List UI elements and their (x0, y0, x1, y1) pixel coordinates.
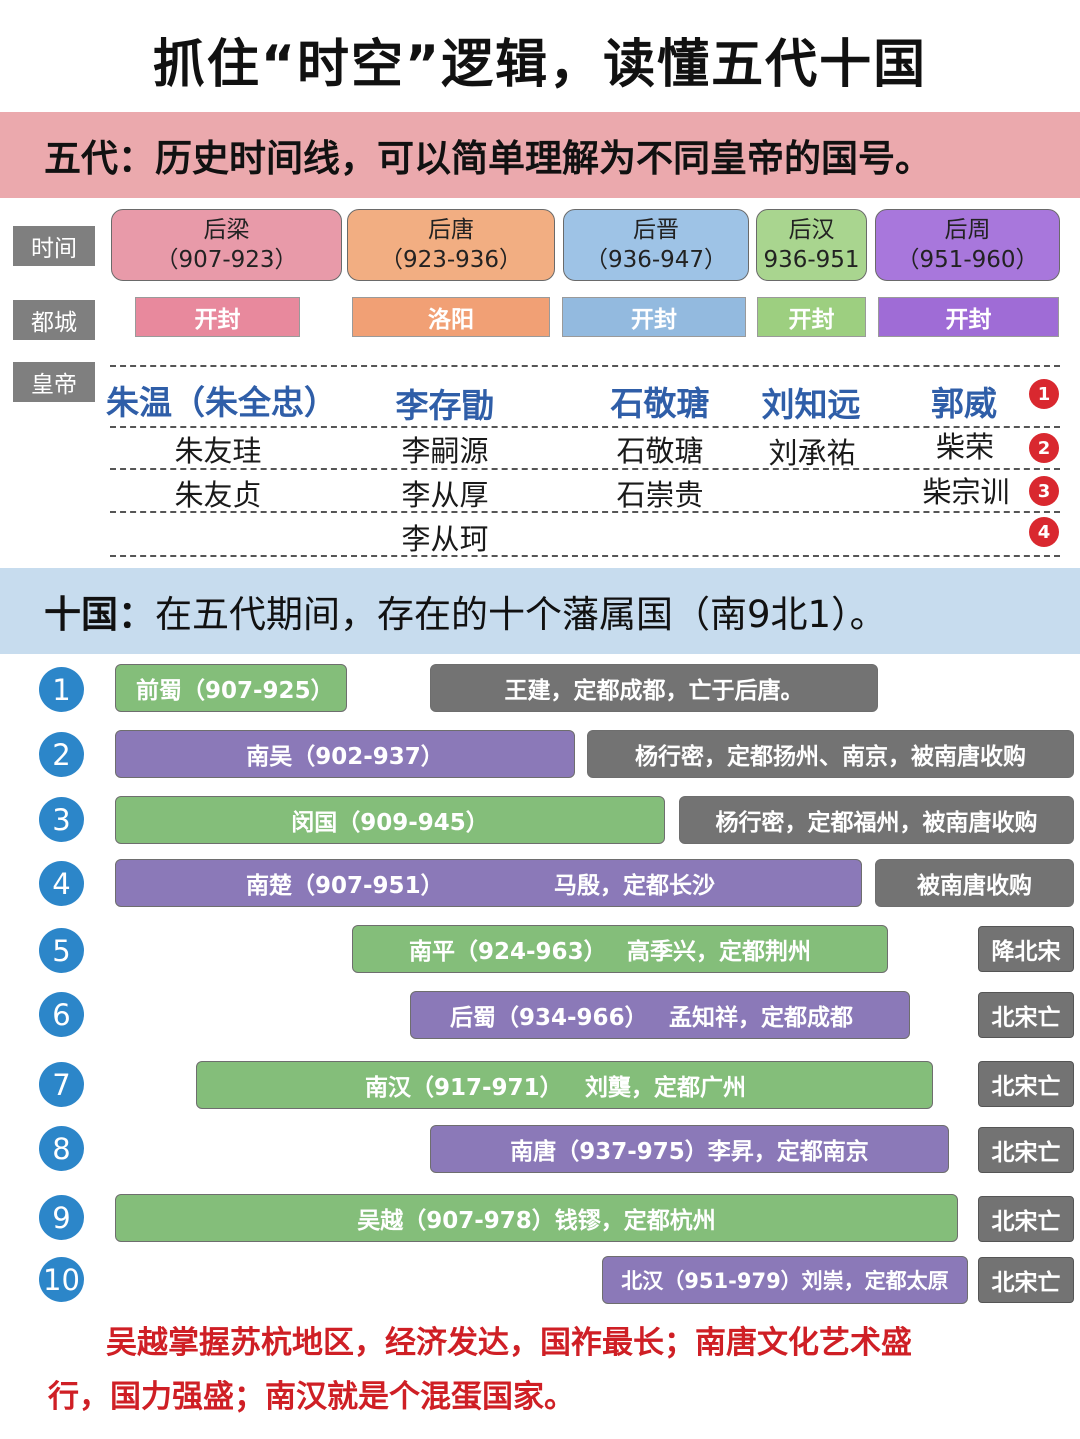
kingdom-detail: 高季兴，定都荆州 (627, 939, 811, 965)
kingdom-end-tag: 北宋亡 (978, 1061, 1074, 1107)
kingdom-note: 被南唐收购 (875, 859, 1074, 907)
dynasty-years: （907-923） (155, 247, 298, 273)
dynasty-name: 后汉 (788, 217, 835, 243)
emperor-shichonggui: 石崇贵 (616, 478, 704, 512)
kingdom-bar-wuyue: 吴越（907-978）钱镠，定都杭州 (115, 1194, 958, 1242)
row-number-badge: 1 (1029, 379, 1059, 409)
dynasty-box-houliang: 后梁 （907-923） (111, 209, 342, 281)
kingdom-label: 南唐（937-975）李昇，定都南京 (510, 1139, 869, 1165)
capital-luoyang: 洛阳 (352, 297, 550, 337)
dynasty-name: 后周 (944, 217, 991, 243)
emperor-zhuyouzhen: 朱友贞 (174, 478, 262, 512)
divider (110, 468, 1060, 470)
emperor-chaizongxun: 柴宗训 (922, 475, 1010, 509)
ten-kingdoms-heading-rest: 在五代期间，存在的十个藩属国（南9北1）。 (155, 593, 887, 636)
dynasty-years: （923-936） (379, 247, 523, 273)
emperor-licongho: 李从厚 (401, 478, 489, 512)
emperor-liuchengyou: 刘承祐 (768, 436, 856, 470)
kingdom-number: 4 (39, 861, 84, 906)
kingdom-label: 前蜀（907-925） (136, 678, 334, 704)
kingdom-number: 10 (39, 1257, 84, 1302)
dynasty-years: （936-947） (584, 247, 728, 273)
kingdom-detail: 马殷，定都长沙 (554, 873, 715, 899)
kingdom-label: 北汉（951-979）刘崇，定都太原 (621, 1269, 949, 1293)
kingdom-number: 7 (39, 1062, 84, 1107)
kingdom-end-tag: 北宋亡 (978, 1127, 1074, 1173)
kingdom-bar-houshu: 后蜀（934-966） 孟知祥，定都成都 (410, 991, 910, 1039)
kingdom-bar-beihan: 北汉（951-979）刘崇，定都太原 (602, 1256, 968, 1304)
kingdom-note: 王建，定都成都，亡于后唐。 (430, 664, 878, 712)
divider (110, 365, 1060, 367)
ten-kingdoms-heading: 十国： 在五代期间，存在的十个藩属国（南9北1）。 (0, 568, 1080, 654)
dynasty-name: 后晋 (633, 217, 679, 243)
kingdom-number: 9 (39, 1195, 84, 1240)
kingdom-detail: 孟知祥，定都成都 (669, 1005, 853, 1031)
kingdom-bar-nanhan: 南汉（917-971） 刘龑，定都广州 (196, 1061, 933, 1109)
ten-kingdoms-heading-lead: 十国： (44, 593, 155, 636)
kingdom-label: 南汉（917-971） (365, 1075, 563, 1101)
emperor-licunxu: 李存勖 (395, 386, 495, 425)
kingdom-note: 杨行密，定都福州，被南唐收购 (679, 796, 1074, 844)
kingdom-bar-qianshu: 前蜀（907-925） (115, 664, 347, 712)
kingdom-label: 闵国（909-945） (291, 810, 489, 836)
emperor-liuzhiyuan: 刘知远 (761, 385, 861, 424)
emperor-chairong: 柴荣 (935, 430, 995, 464)
five-dynasties-heading: 五代：历史时间线，可以简单理解为不同皇帝的国号。 (0, 112, 1080, 198)
page-title: 抓住“时空”逻辑，读懂五代十国 (152, 35, 928, 95)
kingdom-bar-nantang: 南唐（937-975）李昇，定都南京 (430, 1125, 949, 1173)
emperor-zhuwen: 朱温（朱全忠） (106, 383, 337, 422)
kingdom-number: 5 (39, 928, 84, 973)
kingdom-end-tag: 降北宋 (978, 926, 1074, 972)
kingdom-number: 8 (39, 1126, 84, 1171)
row-number-badge: 2 (1029, 433, 1059, 463)
dynasty-years: 936-951 (763, 247, 860, 273)
kingdom-end-tag: 北宋亡 (978, 992, 1074, 1038)
kingdom-end-tag: 北宋亡 (978, 1257, 1074, 1303)
emperor-shijingtang-2: 石敬瑭 (616, 434, 704, 468)
dynasty-box-houtang: 后唐 （923-936） (347, 209, 555, 281)
capital-kaifeng: 开封 (878, 297, 1059, 337)
row-label-capital: 都城 (13, 300, 95, 340)
kingdom-detail: 刘龑，定都广州 (585, 1075, 746, 1101)
capital-kaifeng: 开封 (562, 297, 746, 337)
divider (110, 426, 1060, 428)
kingdom-end-tag: 北宋亡 (978, 1196, 1074, 1242)
footer-line-1: 吴越掌握苏杭地区，经济发达，国祚最长；南唐文化艺术盛 (106, 1325, 912, 1361)
kingdom-bar-minguo: 闵国（909-945） (115, 796, 665, 844)
kingdom-label: 南平（924-963） (409, 939, 607, 965)
emperor-zhuyougui: 朱友珪 (174, 434, 262, 468)
emperor-shijingtang: 石敬瑭 (610, 384, 710, 423)
kingdom-number: 2 (39, 732, 84, 777)
divider (110, 511, 1060, 513)
kingdom-label: 吴越（907-978）钱镠，定都杭州 (357, 1208, 716, 1234)
kingdom-label: 后蜀（934-966） (450, 1005, 648, 1031)
dynasty-name: 后梁 (203, 217, 250, 243)
emperor-licongke: 李从珂 (401, 522, 489, 556)
emperor-lisiyuan: 李嗣源 (401, 434, 489, 468)
dynasty-box-houhan: 后汉 936-951 (756, 209, 867, 281)
kingdom-bar-nanchu: 南楚（907-951） 马殷，定都长沙 (115, 859, 862, 907)
kingdom-number: 1 (39, 667, 84, 712)
kingdom-note: 杨行密，定都扬州、南京，被南唐收购 (587, 730, 1074, 778)
capital-kaifeng: 开封 (757, 297, 866, 337)
row-label-time: 时间 (13, 226, 95, 266)
dynasty-name: 后唐 (428, 217, 474, 243)
row-number-badge: 3 (1029, 476, 1059, 506)
dynasty-years: （951-960） (896, 247, 1039, 273)
kingdom-label: 南吴（902-937） (246, 744, 444, 770)
footer-line-2: 行，国力强盛；南汉就是个混蛋国家。 (48, 1379, 575, 1415)
dynasty-box-houjin: 后晋 （936-947） (563, 209, 749, 281)
divider (110, 555, 1060, 557)
kingdom-bar-nanping: 南平（924-963） 高季兴，定都荆州 (352, 925, 888, 973)
row-label-emperor: 皇帝 (13, 362, 95, 402)
emperor-guowei: 郭威 (931, 384, 997, 423)
kingdom-bar-nanwu: 南吴（902-937） (115, 730, 575, 778)
kingdom-number: 3 (39, 797, 84, 842)
kingdom-label: 南楚（907-951） (246, 873, 444, 899)
kingdom-number: 6 (39, 992, 84, 1037)
row-number-badge: 4 (1029, 517, 1059, 547)
dynasty-box-houzhou: 后周 （951-960） (875, 209, 1060, 281)
footer-note: 吴越掌握苏杭地区，经济发达，国祚最长；南唐文化艺术盛 行，国力强盛；南汉就是个混… (48, 1316, 1048, 1424)
capital-kaifeng: 开封 (135, 297, 300, 337)
